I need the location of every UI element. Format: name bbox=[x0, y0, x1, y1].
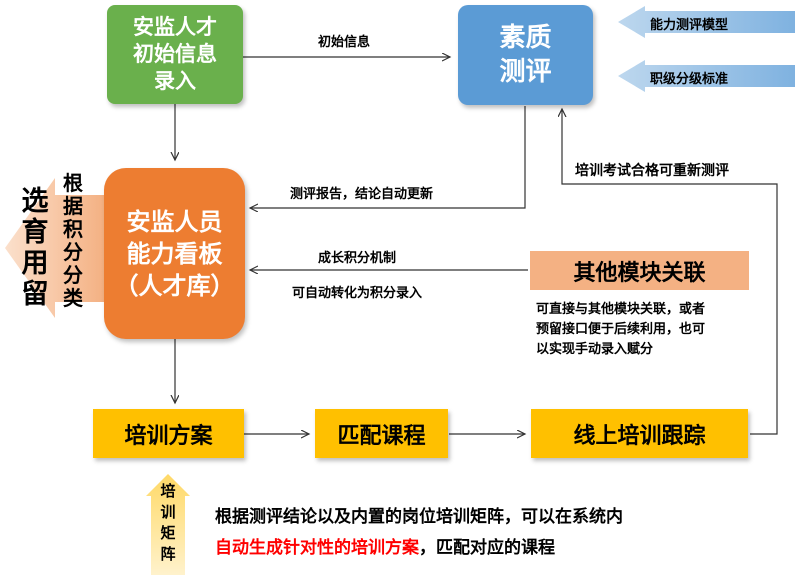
up-arrow-shape bbox=[146, 474, 190, 575]
note-bottom-line2: 自动生成针对性的培训方案，匹配对应的课程 bbox=[215, 533, 555, 558]
edge-label-growth-points: 成长积分机制 bbox=[318, 251, 397, 266]
edge-label-report: 测评报告，结论自动更新 bbox=[290, 187, 434, 202]
note-other-modules: 可直接与其他模块关联，或者 预留接口便于后续利用，也可 以实现手动录入赋分 bbox=[536, 302, 706, 357]
edge-label-retest: 培训考试合格可重新测评 bbox=[575, 163, 729, 179]
input-label-model: 能力测评模型 bbox=[650, 18, 729, 33]
side-label-classify: 根据积分分类 bbox=[63, 171, 83, 310]
side-label-select: 选育用留 bbox=[21, 186, 49, 310]
node-other-modules: 其他模块关联 bbox=[530, 251, 749, 290]
arrow-assessment-to-dashboard bbox=[250, 106, 526, 208]
note-bottom-highlight: 自动生成针对性的培训方案 bbox=[215, 538, 419, 558]
note-bottom-line1: 根据测评结论以及内置的岗位培训矩阵，可以在系统内 bbox=[215, 507, 623, 527]
edge-label-initial-info: 初始信息 bbox=[318, 35, 371, 50]
arrow-tracking-to-assessment bbox=[562, 109, 778, 435]
input-arrow-standard bbox=[618, 60, 795, 92]
input-label-standard: 职级分级标准 bbox=[650, 72, 729, 87]
note-bottom-tail: ，匹配对应的课程 bbox=[419, 538, 555, 558]
node-match-course: 匹配课程 bbox=[315, 409, 448, 458]
node-training-plan: 培训方案 bbox=[93, 409, 244, 458]
input-arrow-model bbox=[618, 6, 795, 38]
note-training-matrix: 培训矩阵 bbox=[160, 482, 176, 563]
left-arrow-shape bbox=[5, 178, 104, 318]
node-talent-entry: 安监人才 初始信息 录入 bbox=[107, 5, 243, 104]
node-quality-assessment: 素质 测评 bbox=[458, 5, 593, 105]
edge-label-auto-convert: 可自动转化为积分录入 bbox=[292, 286, 423, 301]
node-ability-dashboard: 安监人员 能力看板 （人才库） bbox=[104, 168, 245, 339]
node-online-tracking: 线上培训跟踪 bbox=[531, 409, 748, 458]
